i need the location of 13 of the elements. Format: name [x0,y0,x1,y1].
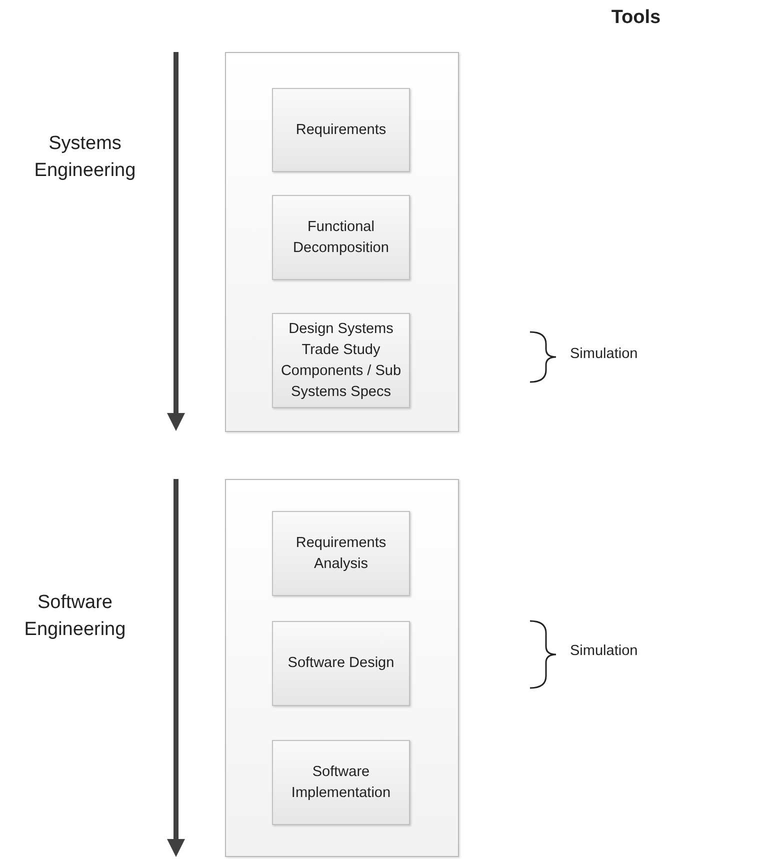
bracket-note: Simulation [570,643,638,659]
column-heading: Tools [610,6,662,30]
stage-panel [225,479,459,857]
phase-label: Systems Engineering [33,132,137,183]
process-box: Design Systems Trade Study Components / Sub Systems Specs [272,313,410,408]
process-box: Software Implementation [272,740,410,825]
phase-label: Software Engineering [23,591,127,642]
process-box: Requirements [272,88,410,172]
bracket-note: Simulation [570,346,638,362]
stage-panel [225,52,459,432]
process-box: Software Design [272,621,410,706]
process-box: Requirements Analysis [272,511,410,596]
process-box: Functional Decomposition [272,195,410,280]
